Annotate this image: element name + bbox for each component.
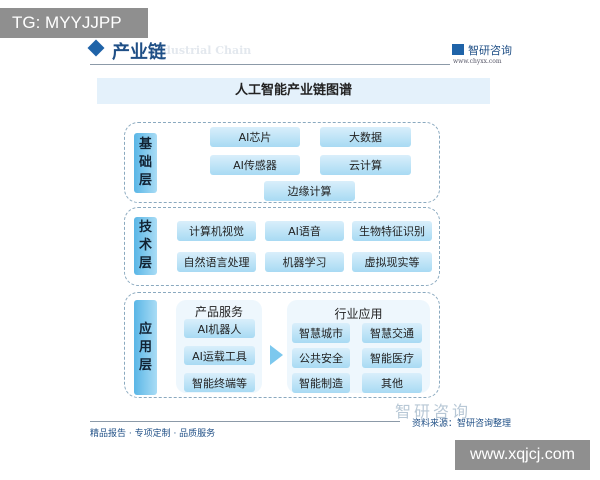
node: 计算机视觉	[177, 221, 256, 241]
layer-label-foundation: 基础层	[134, 133, 157, 193]
layer-label-application: 应用层	[134, 300, 157, 395]
node: 其他	[362, 373, 422, 393]
node: 公共安全	[292, 348, 350, 368]
header-divider	[90, 64, 450, 65]
node: 虚拟现实等	[352, 252, 432, 272]
group-title: 行业应用	[334, 307, 383, 321]
label-char: 层	[138, 357, 152, 373]
label-char: 层	[138, 256, 152, 271]
diamond-icon	[87, 39, 105, 57]
brand-logo: 智研咨询	[452, 42, 512, 58]
node: 智慧交通	[362, 323, 422, 343]
footer-slogan: 精品报告 · 专项定制 · 品质服务	[90, 429, 216, 439]
site-tag: www.xqjcj.com	[455, 440, 590, 470]
node: AI传感器	[210, 155, 300, 175]
header-subtitle: Industrial Chain	[150, 44, 252, 57]
logo-text: 智研咨询	[468, 44, 512, 57]
node: 云计算	[320, 155, 411, 175]
overlay-tag: TG: MYYJJPP	[0, 8, 148, 38]
diagram-title: 人工智能产业链图谱	[97, 78, 490, 104]
node: 智能制造	[292, 373, 350, 393]
brand-url: www.chyxx.com	[453, 58, 502, 65]
node: 智能医疗	[362, 348, 422, 368]
label-char: 础	[138, 155, 152, 170]
node: AI语音	[265, 221, 344, 241]
label-char: 技	[138, 220, 152, 235]
label-char: 术	[138, 238, 152, 253]
node: 机器学习	[265, 252, 344, 272]
node: AI运载工具	[184, 346, 255, 365]
footer-divider	[90, 421, 400, 422]
node: 智能终端等	[184, 373, 255, 392]
watermark-logo: 智研咨询	[395, 402, 472, 421]
node: AI机器人	[184, 319, 255, 338]
layer-application	[124, 292, 440, 398]
source-note: 资料来源：智研咨询整理	[412, 419, 512, 429]
arrow-right-icon	[270, 345, 283, 365]
layer-technology	[124, 207, 440, 286]
label-char: 层	[138, 173, 152, 188]
node: 边缘计算	[264, 181, 355, 201]
group-title: 产品服务	[194, 305, 243, 319]
layer-label-technology: 技术层	[134, 217, 157, 275]
page-title: 产业链	[112, 42, 166, 63]
node: 生物特征识别	[352, 221, 432, 241]
logo-icon	[452, 44, 464, 55]
label-char: 基	[138, 137, 152, 152]
node: 大数据	[320, 127, 411, 147]
node: 智慧城市	[292, 323, 350, 343]
layer-foundation	[124, 122, 440, 203]
node: AI芯片	[210, 127, 300, 147]
node: 自然语言处理	[177, 252, 256, 272]
label-char: 用	[138, 339, 152, 355]
label-char: 应	[138, 321, 152, 337]
